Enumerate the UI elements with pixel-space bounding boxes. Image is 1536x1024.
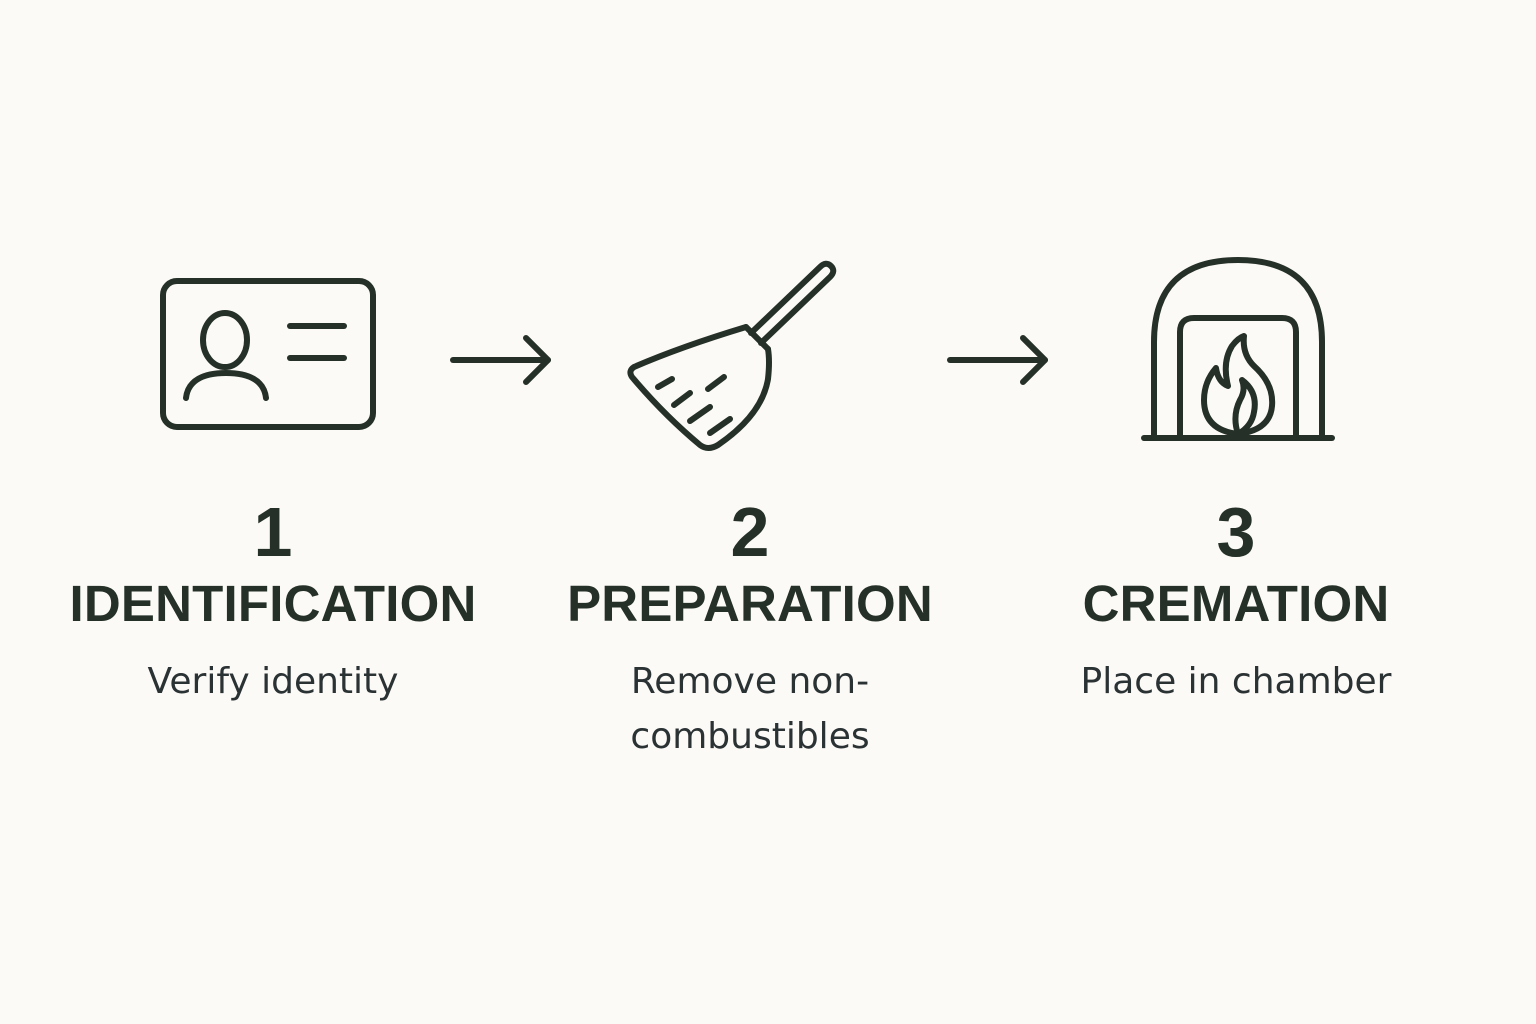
step-number: 1 bbox=[253, 493, 293, 571]
step-title: IDENTIFICATION bbox=[69, 575, 477, 632]
step-description: Verify identity bbox=[147, 661, 399, 702]
arrow-right-icon bbox=[450, 334, 554, 386]
step-title: CREMATION bbox=[1082, 575, 1390, 632]
fireplace-flame-icon bbox=[1140, 254, 1336, 444]
step-title: PREPARATION bbox=[567, 575, 933, 632]
arrow-right-icon bbox=[947, 334, 1051, 386]
step-description: Remove non- combustibles bbox=[630, 661, 870, 757]
step-number: 3 bbox=[1216, 493, 1256, 571]
broom-icon bbox=[620, 255, 840, 455]
step-number: 2 bbox=[730, 493, 770, 571]
id-card-icon bbox=[160, 278, 376, 430]
step-description: Place in chamber bbox=[1080, 661, 1392, 702]
